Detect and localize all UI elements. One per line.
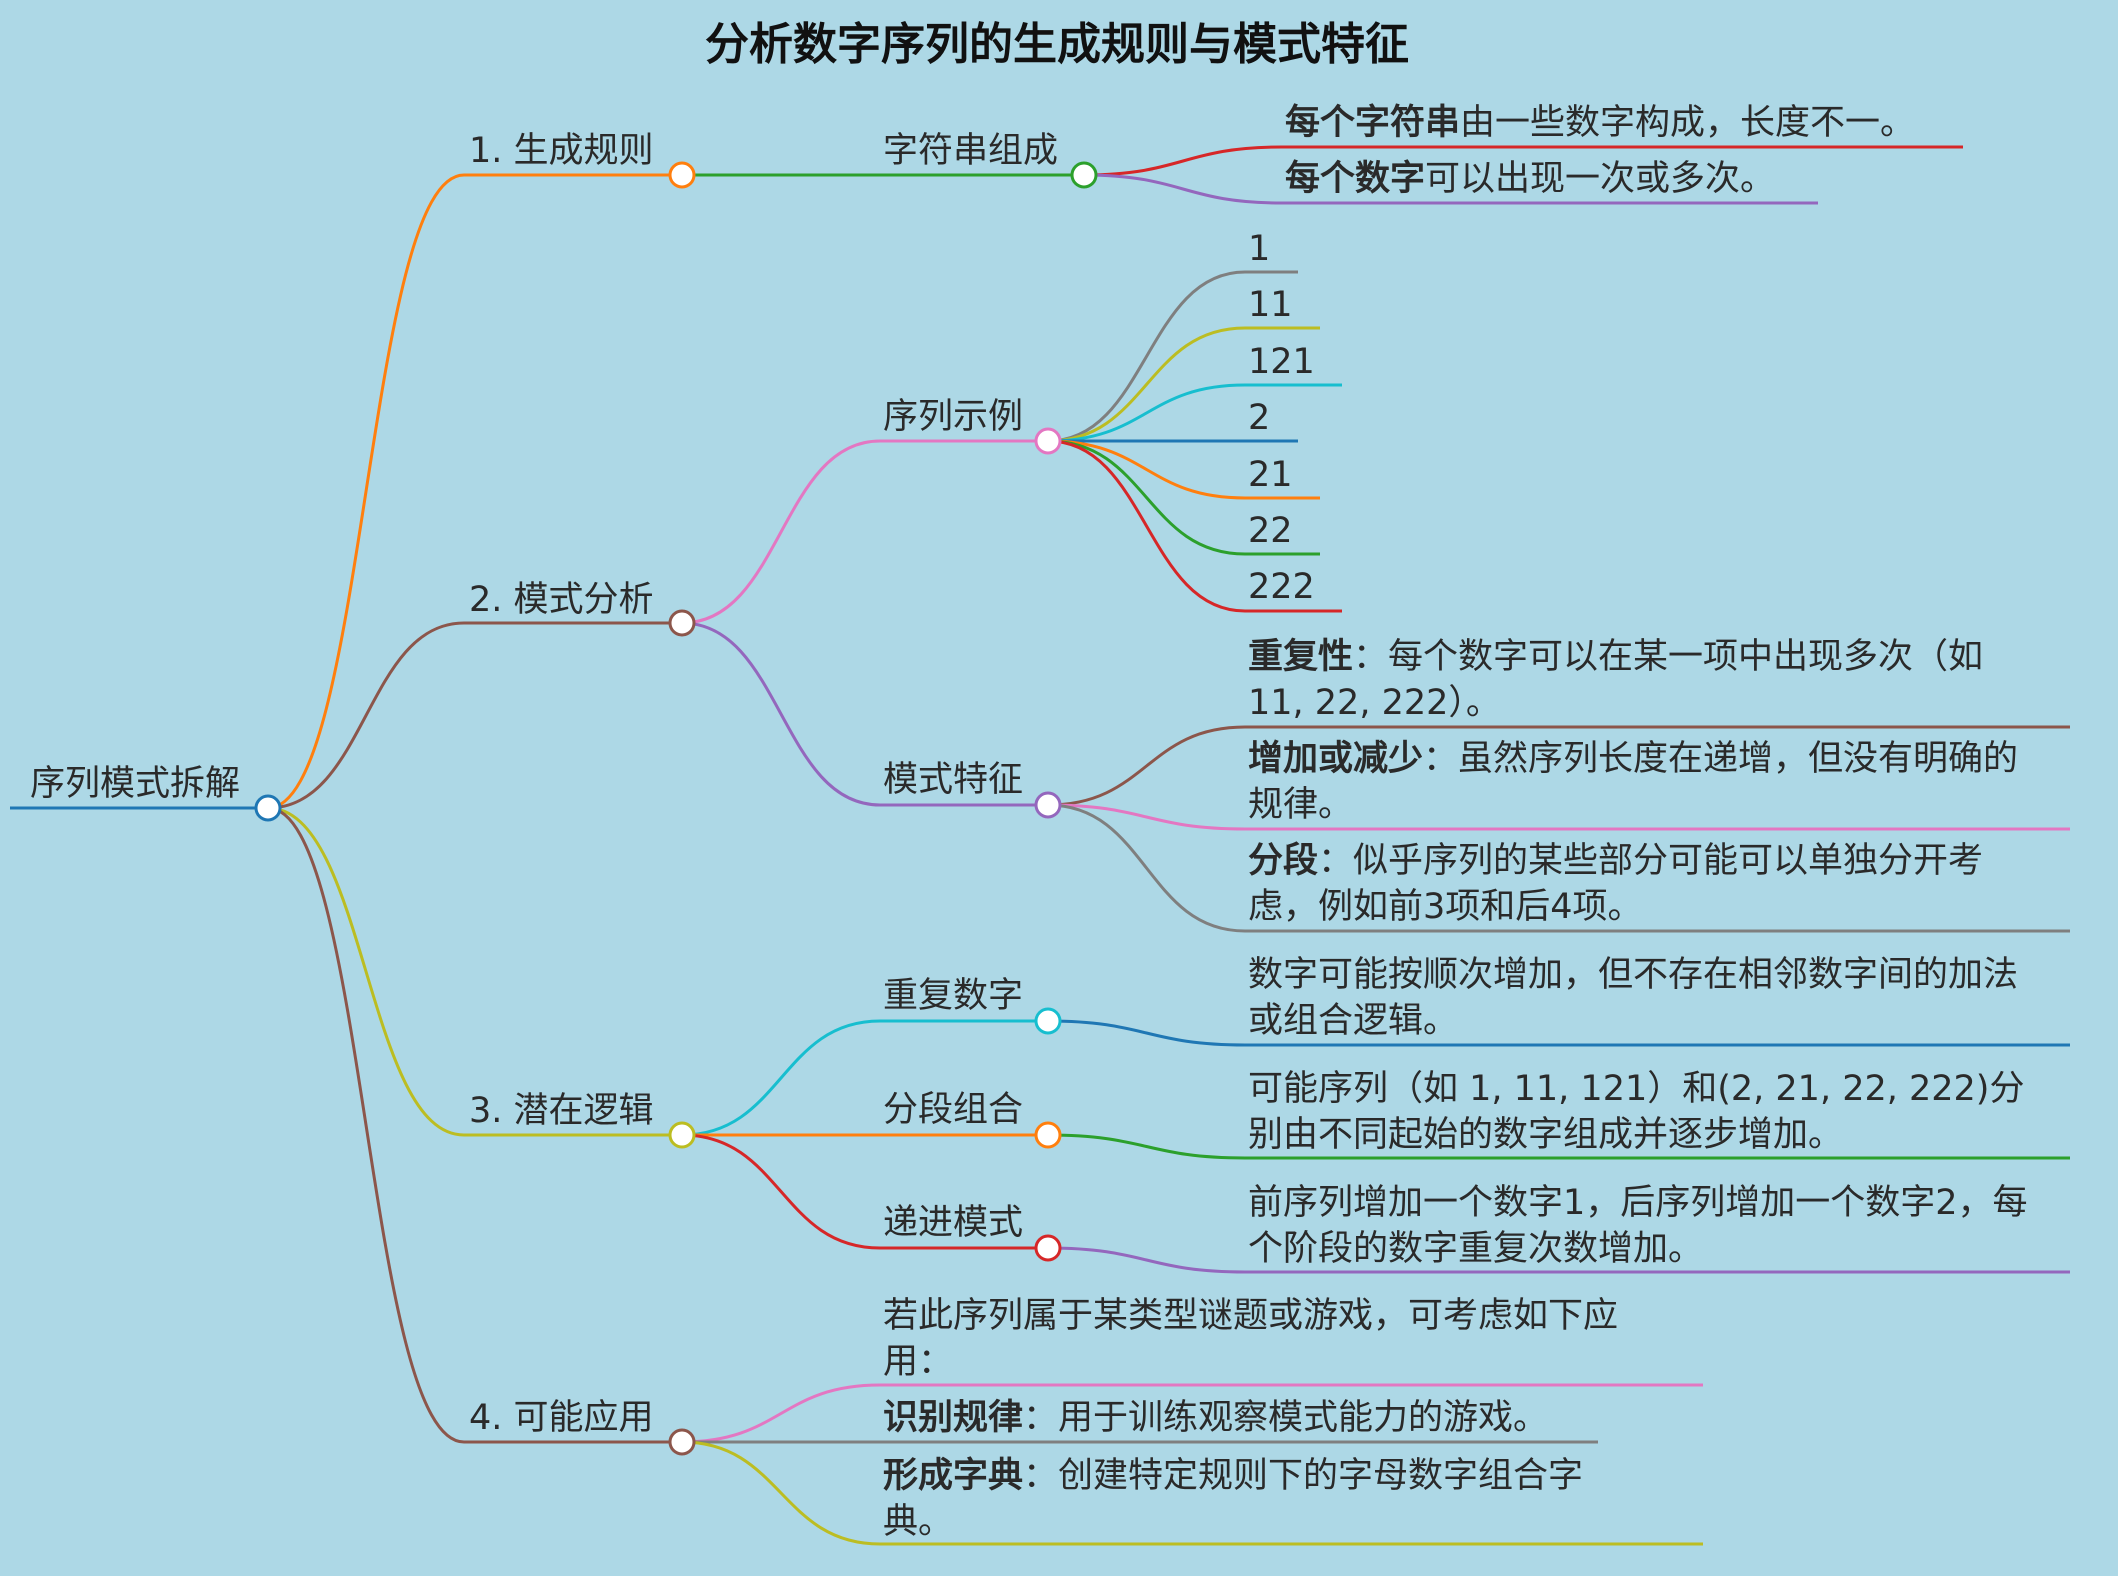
edge-b3-leaf-2 (1047, 1133, 1246, 1160)
application-form-dictionary: 形成字典：创建特定规则下的字母数字组合字典。 (883, 1456, 1584, 1542)
edge-feature-leaf-1 (1047, 725, 1246, 807)
leaf-repeated-digits-desc: 数字可能按顺次增加，但不存在相邻数字间的加法或组合逻辑。 (1248, 955, 2019, 1041)
branch-2-node (668, 609, 696, 637)
branch-4-label: 4. 可能应用 (469, 1398, 654, 1438)
edge-b2-sequence-examples (681, 439, 881, 625)
leaf-each-string: 每个字符串由一些数字构成，长度不一。 (1285, 103, 1916, 143)
leaf-segment-combination-desc: 可能序列（如 1, 11, 121）和(2, 21, 22, 222)分别由不同… (1248, 1069, 2025, 1155)
edge-feature-leaf-3 (1047, 803, 1246, 933)
branch-3-node (668, 1121, 696, 1149)
node-segment-combination: 分段组合 (883, 1090, 1024, 1130)
node-pattern-features: 模式特征 (883, 760, 1024, 800)
edge-root-to-branch-4 (267, 806, 465, 1444)
edge-string-leaf-1 (1083, 145, 1283, 177)
edge-b3-leaf-1 (1047, 1019, 1246, 1047)
diagram-title: 分析数字序列的生成规则与模式特征 (705, 19, 1409, 70)
edge-b3-child-3 (681, 1133, 881, 1250)
branch-4-node (668, 1428, 696, 1456)
leaf-segmentation: 分段：似乎序列的某些部分可能可以单独分开考虑，例如前3项和后4项。 (1248, 841, 1984, 927)
edge-root-to-branch-2 (267, 621, 465, 810)
edge-seq-leaf-3 (1047, 383, 1246, 443)
edge-root-to-branch-1 (267, 173, 465, 810)
edge-seq-leaf-1 (1047, 270, 1246, 443)
application-identify-rules: 识别规律：用于训练观察模式能力的游戏。 (883, 1398, 1549, 1438)
edge-seq-leaf-7 (1047, 439, 1246, 613)
edge-root-to-branch-3 (267, 806, 465, 1137)
branch-2-label: 2. 模式分析 (469, 580, 654, 620)
edge-feature-leaf-2 (1047, 803, 1246, 831)
branch-1-label: 1. 生成规则 (469, 131, 654, 171)
leaf-each-digit: 每个数字可以出现一次或多次。 (1285, 159, 1776, 199)
leaf-increase-decrease: 增加或减少：虽然序列长度在递增，但没有明确的规律。 (1248, 739, 2019, 825)
root-node (254, 794, 282, 822)
edge-b2-pattern-features (681, 621, 881, 807)
leaf-repetition: 重复性：每个数字可以在某一项中出现多次（如11, 22, 222）。 (1248, 637, 1984, 723)
b3-child-1-node (1034, 1007, 1062, 1035)
branch-3-label: 3. 潜在逻辑 (469, 1091, 654, 1131)
node-string-composition: 字符串组成 (883, 131, 1059, 171)
leaf-progressive-desc: 前序列增加一个数字1，后序列增加一个数字2，每个阶段的数字重复次数增加。 (1248, 1183, 2028, 1269)
leaf-seq-2: 2 (1248, 398, 1271, 438)
leaf-seq-222: 222 (1248, 567, 1315, 607)
node-repeated-digits: 重复数字 (883, 976, 1024, 1016)
b3-child-3-node (1034, 1234, 1062, 1262)
node-sequence-examples: 序列示例 (883, 397, 1024, 437)
edge-seq-leaf-5 (1047, 439, 1246, 500)
application-intro: 若此序列属于某类型谜题或游戏，可考虑如下应用： (883, 1296, 1619, 1382)
edge-b4-child-1 (681, 1383, 881, 1444)
leaf-seq-121: 121 (1248, 342, 1315, 382)
edge-b3-child-1 (681, 1019, 881, 1137)
leaf-seq-11: 11 (1248, 285, 1293, 325)
b3-child-2-node (1034, 1121, 1062, 1149)
string-composition-node (1070, 161, 1098, 189)
leaf-seq-1: 1 (1248, 229, 1271, 269)
root-label: 序列模式拆解 (30, 764, 241, 804)
node-progressive-pattern: 递进模式 (883, 1203, 1024, 1243)
edge-seq-leaf-6 (1047, 439, 1246, 556)
pattern-features-node (1034, 791, 1062, 819)
branch-1-node (668, 161, 696, 189)
edge-b3-leaf-3 (1047, 1246, 1246, 1274)
edge-b4-child-3 (681, 1440, 881, 1546)
edge-string-leaf-2 (1083, 173, 1283, 205)
sequence-examples-node (1034, 427, 1062, 455)
leaf-seq-21: 21 (1248, 455, 1293, 495)
edge-seq-leaf-2 (1047, 326, 1246, 443)
leaf-seq-22: 22 (1248, 511, 1293, 551)
